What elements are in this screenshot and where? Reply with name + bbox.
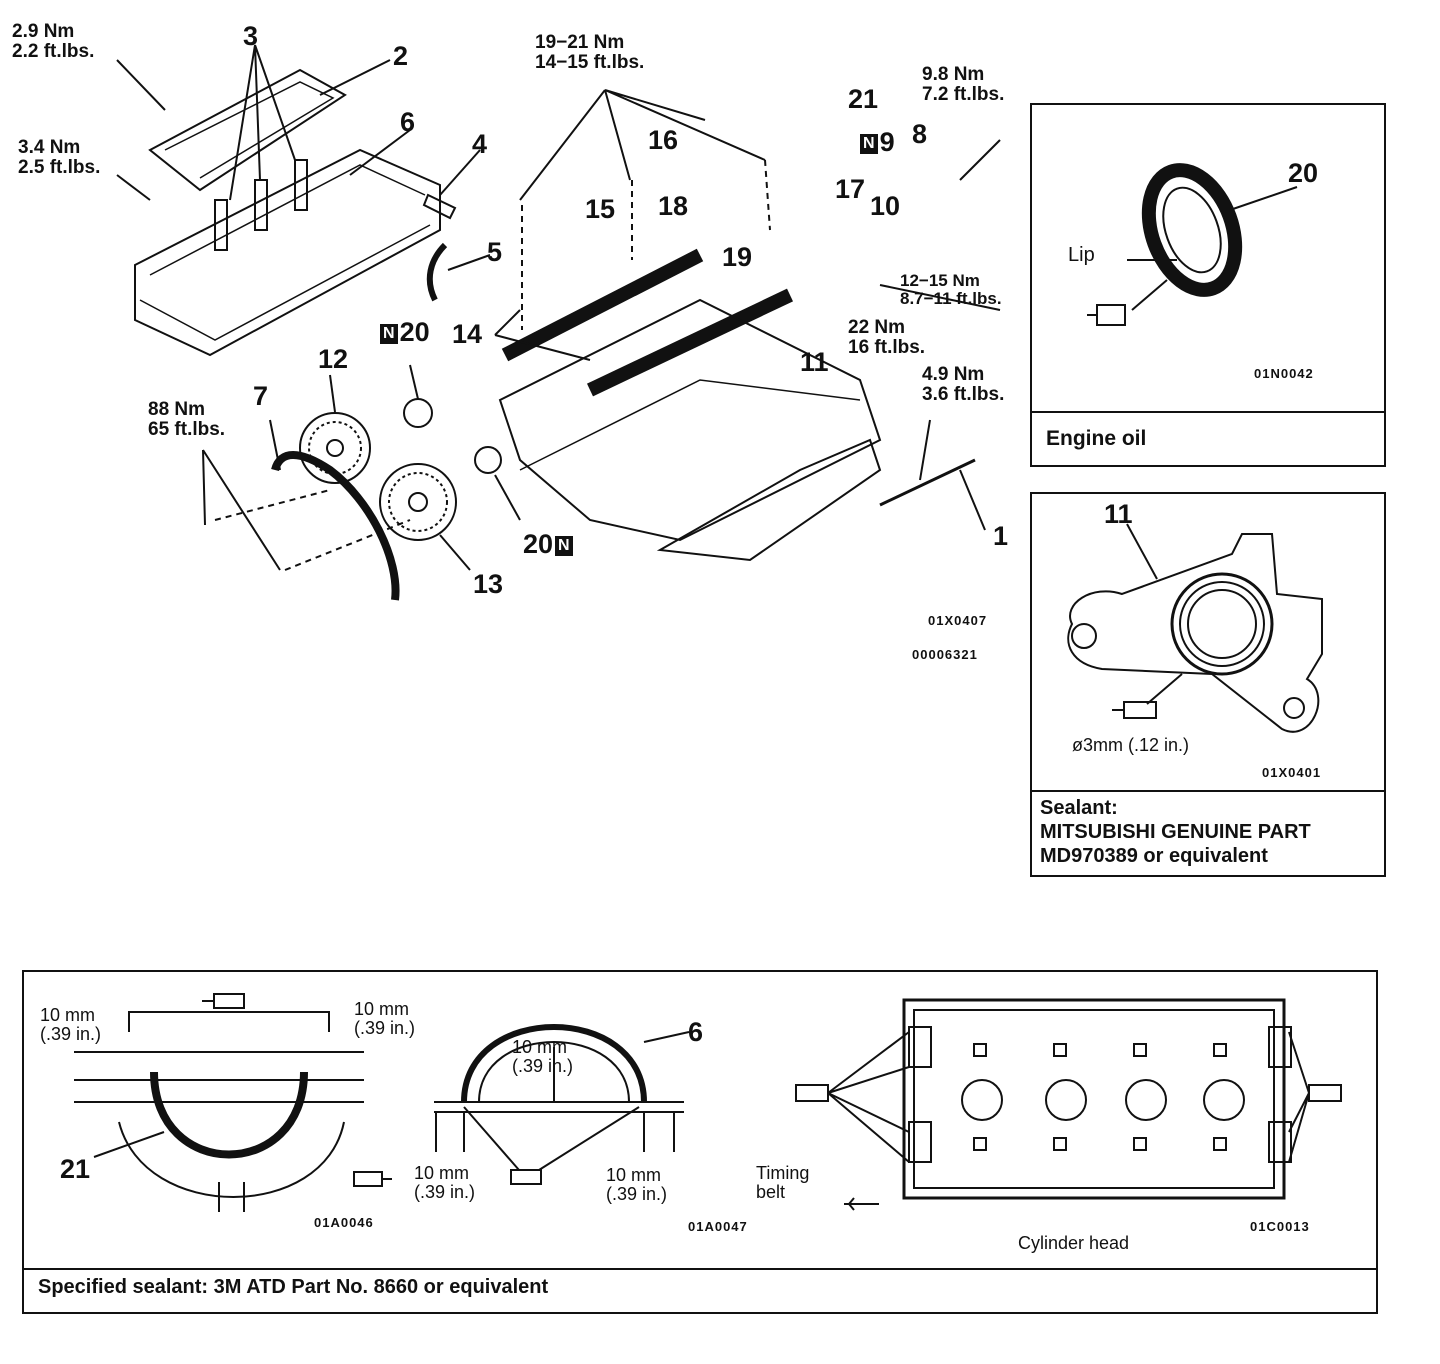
part-number-3: 3 — [243, 21, 259, 51]
dim-value: 10 mm — [606, 1165, 662, 1185]
torque-label-22: 22 Nm 16 ft.lbs. — [848, 318, 925, 358]
part-number-18: 18 — [658, 191, 689, 221]
torque-label-12-15: 12−15 Nm 8.7−11 ft.lbs. — [900, 272, 1002, 308]
part-number-12: 12 — [318, 344, 349, 374]
cover-part-number-6: 6 — [688, 1017, 704, 1047]
part-number-20-text: 20 — [399, 317, 430, 347]
part-number-10: 10 — [870, 191, 901, 221]
dim-value-inch: (.39 in.) — [414, 1181, 476, 1202]
torque-ftlbs: 16 ft.lbs. — [848, 336, 926, 358]
part-number-6: 6 — [400, 107, 416, 137]
torque-nm: 12−15 Nm — [900, 271, 980, 290]
torque-nm: 4.9 Nm — [922, 364, 985, 385]
housing-drawing — [1067, 523, 1323, 733]
part-number-15: 15 — [585, 194, 616, 224]
figure-code-oilseal: 01N0042 — [1254, 366, 1314, 381]
dim-value: 10 mm — [512, 1037, 568, 1057]
dim-10mm-right: 10 mm (.39 in.) — [354, 1000, 415, 1038]
dim-value-inch: (.39 in.) — [606, 1183, 668, 1204]
housing-part-number: 11 — [1104, 499, 1133, 529]
part-number-17: 17 — [835, 174, 866, 204]
timing-belt-label: Timing belt — [756, 1164, 809, 1202]
torque-ftlbs: 2.5 ft.lbs. — [18, 156, 101, 178]
torque-ftlbs: 8.7−11 ft.lbs. — [900, 288, 1002, 308]
part-number-7: 7 — [253, 381, 269, 411]
dim-value: 10 mm — [414, 1163, 470, 1183]
torque-nm: 22 Nm — [848, 317, 906, 338]
torque-ftlbs: 65 ft.lbs. — [148, 418, 226, 440]
sealant-application-panel: 10 mm (.39 in.) 10 mm (.39 in.) 21 10 mm… — [22, 970, 1378, 1314]
lip-label: Lip — [1068, 244, 1095, 266]
part-number-4: 4 — [472, 129, 488, 159]
dim-10mm-cover-left: 10 mm (.39 in.) — [414, 1164, 475, 1202]
oil-seal-drawing — [1087, 163, 1298, 326]
torque-ftlbs: 3.6 ft.lbs. — [922, 383, 1005, 405]
figure-code-housing: 01X0401 — [1262, 765, 1322, 780]
cylinder-head-label: Cylinder head — [1018, 1233, 1130, 1253]
part-number-2: 2 — [393, 41, 409, 71]
dim-value: 10 mm — [354, 999, 410, 1019]
dim-value: 10 mm — [40, 1005, 96, 1025]
part-number-11: 11 — [800, 347, 829, 377]
part-number-14: 14 — [452, 319, 483, 349]
sealant-application-drawings — [74, 993, 1342, 1212]
part-number-13: 13 — [473, 569, 504, 599]
housing-inset: 11 ø3mm (.12 in.) 01X0401 Sealant: MITSU… — [1030, 492, 1386, 877]
dim-10mm-cover-right: 10 mm (.39 in.) — [606, 1166, 667, 1204]
torque-label-4-9: 4.9 Nm 3.6 ft.lbs. — [922, 365, 1004, 405]
figure-code-b2: 01A0047 — [688, 1219, 748, 1234]
torque-nm: 19−21 Nm — [535, 32, 625, 53]
part-number-8: 8 — [912, 119, 928, 149]
new-part-badge: N — [860, 133, 878, 154]
torque-label-3-4: 3.4 Nm 2.5 ft.lbs. — [18, 138, 100, 178]
torque-nm: 2.9 Nm — [12, 21, 75, 42]
timing-belt-line-1: Timing — [756, 1163, 810, 1183]
torque-label-88: 88 Nm 65 ft.lbs. — [148, 400, 225, 440]
torque-nm: 88 Nm — [148, 399, 206, 420]
sealant-caption-line-1: Sealant: — [1040, 797, 1118, 819]
part-number-16: 16 — [648, 125, 679, 155]
new-part-badge: N — [380, 323, 398, 344]
figure-code-b3: 01C0013 — [1250, 1219, 1310, 1234]
figure-code-main-2: 00006321 — [912, 647, 978, 662]
sealant-caption: Sealant: MITSUBISHI GENUINE PART MD97038… — [1040, 796, 1311, 868]
torque-label-19-21: 19−21 Nm 14−15 ft.lbs. — [535, 33, 644, 73]
figure-code-b1: 01A0046 — [314, 1215, 374, 1230]
torque-nm: 3.4 Nm — [18, 137, 81, 158]
engine-oil-caption: Engine oil — [1046, 427, 1147, 450]
dim-10mm-cover-top: 10 mm (.39 in.) — [512, 1038, 573, 1076]
dim-value-inch: (.39 in.) — [512, 1055, 574, 1076]
torque-label-2-9: 2.9 Nm 2.2 ft.lbs. — [12, 22, 94, 62]
timing-belt-line-2: belt — [756, 1181, 786, 1202]
torque-ftlbs: 2.2 ft.lbs. — [12, 40, 95, 62]
part-number-21: 21 — [848, 84, 879, 114]
torque-label-9-8: 9.8 Nm 7.2 ft.lbs. — [922, 65, 1004, 105]
figure-code-main-1: 01X0407 — [928, 613, 988, 628]
part-number-19: 19 — [722, 242, 753, 272]
oil-seal-inset: 20 Lip 01N0042 Engine oil — [1030, 103, 1386, 467]
part-number-1: 1 — [993, 521, 1009, 551]
dim-value-inch: (.39 in.) — [40, 1023, 102, 1044]
dim-10mm-left: 10 mm (.39 in.) — [40, 1006, 101, 1044]
sealant-caption-line-3: MD970389 or equivalent — [1040, 845, 1268, 867]
part-number-9-text: 9 — [879, 127, 895, 157]
torque-ftlbs: 14−15 ft.lbs. — [535, 51, 645, 73]
specified-sealant-caption: Specified sealant: 3M ATD Part No. 8660 … — [38, 1276, 549, 1298]
dim-value-inch: (.39 in.) — [354, 1017, 416, 1038]
new-part-badge: N — [555, 535, 573, 556]
part-number-5: 5 — [487, 237, 503, 267]
torque-nm: 9.8 Nm — [922, 64, 985, 85]
part-number-20-text: 20 — [523, 529, 554, 559]
sealant-caption-line-2: MITSUBISHI GENUINE PART — [1040, 821, 1311, 843]
plug-part-number-21: 21 — [60, 1154, 91, 1184]
sealant-bead-diameter: ø3mm (.12 in.) — [1072, 735, 1190, 755]
torque-ftlbs: 7.2 ft.lbs. — [922, 83, 1005, 105]
oil-seal-part-number: 20 — [1288, 158, 1319, 188]
